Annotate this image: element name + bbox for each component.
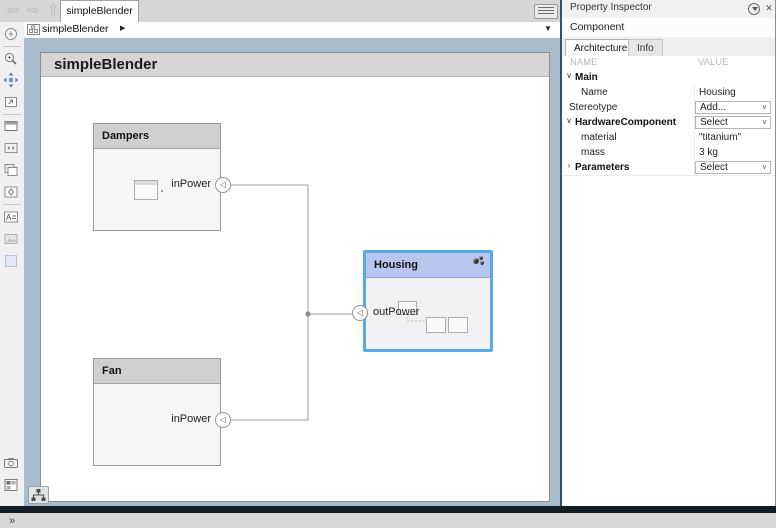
tab-simpleblender[interactable]: simpleBlender [60, 0, 139, 22]
fit-to-view-icon[interactable] [3, 72, 21, 89]
chevron-down-icon: ∨ [761, 103, 767, 111]
wire-junction [305, 311, 311, 317]
row-mass[interactable]: mass 3 kg [562, 145, 775, 161]
value-name[interactable]: Housing [699, 86, 736, 98]
inspector-title: Property Inspector [570, 2, 652, 13]
port-label: outPower [373, 306, 420, 318]
component-header: Fan [94, 359, 220, 384]
expander-icon[interactable]: › [567, 161, 571, 170]
viewmarks-browser-icon[interactable] [3, 477, 21, 494]
breadcrumb-expand-icon[interactable]: ▶ [120, 25, 126, 32]
row-stereotype[interactable]: Stereotype Add... ∨ [562, 100, 775, 116]
column-name-label: NAME [570, 57, 598, 68]
subcomponent-preview [426, 317, 446, 333]
viewmark-icon[interactable] [3, 253, 21, 270]
value-mass[interactable]: 3 kg [699, 146, 718, 158]
row-material[interactable]: material "titanium" [562, 130, 775, 146]
up-icon[interactable]: ⇧ [46, 2, 60, 19]
property-inspector: Property Inspector ✕ Component Architect… [562, 0, 776, 506]
back-icon[interactable]: ⇦ [6, 2, 20, 19]
row-main[interactable]: ∨ Main [562, 70, 775, 86]
model-hierarchy-icon[interactable] [28, 486, 49, 504]
subcomponent-preview [134, 180, 158, 200]
svg-text:A: A [6, 213, 12, 222]
viewport-icon[interactable] [3, 118, 21, 135]
diagram-canvas[interactable]: simpleBlender Dampers inPower ◁ Fan inPo… [40, 52, 550, 502]
image-icon[interactable] [3, 231, 21, 248]
screenshot-icon[interactable] [3, 455, 21, 472]
port-label: inPower [171, 413, 211, 425]
expander-icon[interactable]: ∨ [566, 116, 572, 125]
hide-show-bar-icon[interactable] [534, 4, 558, 19]
component-header: Housing [366, 253, 490, 278]
forward-icon[interactable]: ⇨ [26, 2, 40, 19]
tab-info[interactable]: Info [628, 39, 663, 56]
inspector-tabs: Architecture Info [562, 37, 775, 57]
zoom-in-icon[interactable] [3, 51, 21, 68]
value-material[interactable]: "titanium" [699, 131, 742, 143]
inspected-object-row: Component [562, 18, 775, 38]
tool-palette: A » [0, 22, 25, 527]
chevron-down-icon: ∨ [761, 163, 767, 171]
row-name[interactable]: Name Housing [562, 85, 775, 101]
diagram-title: simpleBlender [41, 53, 549, 77]
panel-divider[interactable] [560, 0, 562, 506]
palette-separator [3, 46, 21, 47]
window-bottom-edge [0, 506, 776, 513]
stereotype-badge-icon [473, 256, 485, 265]
dock-menu-icon[interactable] [748, 3, 760, 15]
annotation-icon[interactable]: A [3, 209, 21, 226]
copy-view-icon[interactable] [3, 162, 21, 179]
palette-overflow-button[interactable]: » [8, 515, 16, 527]
parameters-dropdown[interactable]: Select ∨ [695, 160, 771, 174]
preview-port-dot [161, 190, 163, 192]
component-header: Dampers [94, 124, 220, 149]
ports-view-icon[interactable] [3, 140, 21, 157]
inspector-titlebar: Property Inspector ✕ [562, 0, 775, 19]
port-label: inPower [171, 178, 211, 190]
row-hardwarecomponent[interactable]: ∨ HardwareComponent Select ∨ [562, 115, 775, 131]
object-type-label: Component [570, 21, 625, 33]
hardwarecomponent-dropdown[interactable]: Select ∨ [695, 115, 771, 129]
subcomponent-preview [448, 317, 468, 333]
stereotype-dropdown[interactable]: Add... ∨ [695, 100, 771, 114]
tab-bar: ⇦ ⇨ ⇧ simpleBlender [0, 0, 560, 23]
expander-icon[interactable]: ∨ [566, 71, 572, 80]
breadcrumb-dropdown-icon[interactable]: ▼ [544, 24, 552, 33]
port-inpower-fan[interactable]: ◁ [215, 412, 231, 428]
component-fan[interactable]: Fan inPower ◁ [93, 358, 231, 466]
breadcrumb: simpleBlender ▶ ▼ [24, 22, 560, 39]
connection-wires[interactable] [41, 53, 549, 501]
palette-separator [3, 204, 21, 205]
preview-wires [406, 313, 425, 322]
port-outpower-housing[interactable]: ◁ [352, 305, 368, 321]
diagram-editor: simpleBlender Dampers inPower ◁ Fan inPo… [24, 38, 560, 506]
perspectives-icon[interactable] [3, 184, 21, 201]
explorer-toggle-icon[interactable] [3, 26, 21, 43]
port-inpower-dampers[interactable]: ◁ [215, 177, 231, 193]
tab-architecture[interactable]: Architecture [565, 39, 637, 56]
grid-header: NAME VALUE [562, 56, 775, 71]
component-housing[interactable]: Housing outPower ◁ [352, 250, 493, 352]
palette-separator [3, 114, 21, 115]
chevron-down-icon: ∨ [761, 118, 767, 126]
breadcrumb-item[interactable]: simpleBlender [42, 23, 109, 35]
close-icon[interactable]: ✕ [765, 3, 773, 13]
model-icon [27, 24, 40, 35]
row-parameters[interactable]: › Parameters Select ∨ [562, 160, 775, 176]
zoom-to-selection-icon[interactable] [3, 94, 21, 111]
component-dampers[interactable]: Dampers inPower ◁ [93, 123, 231, 231]
column-value-label: VALUE [698, 57, 729, 68]
